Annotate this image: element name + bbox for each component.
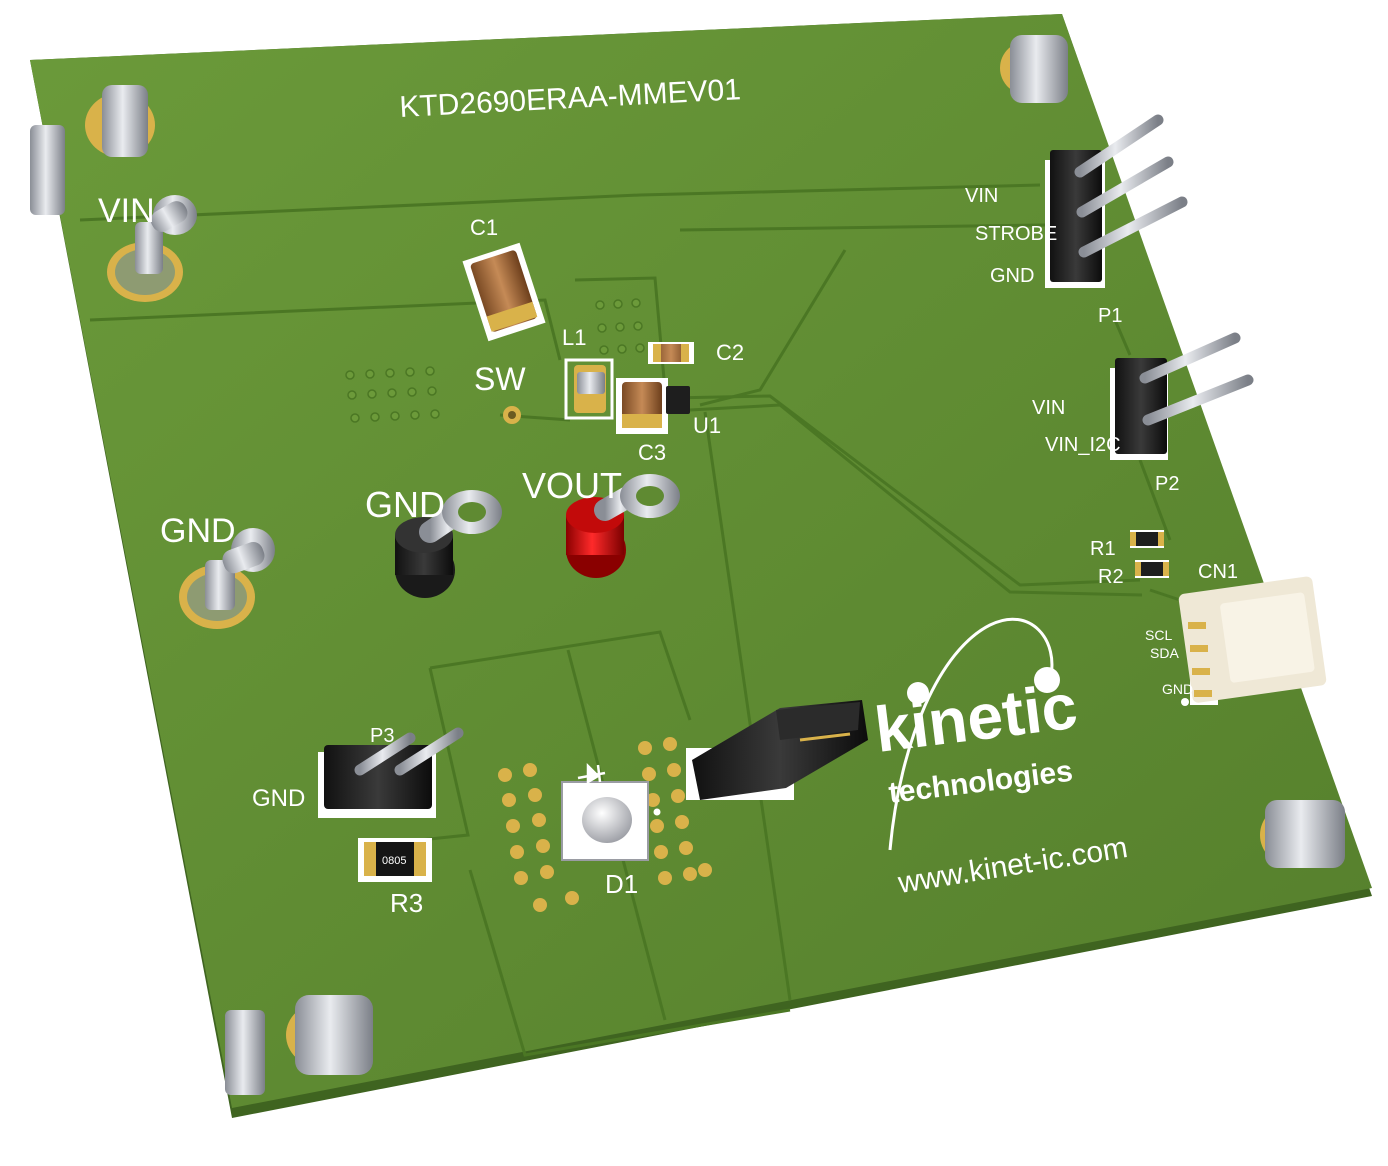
p1-pin-gnd: GND [990,265,1034,287]
r1-label: R1 [1090,538,1116,560]
inductor-l1 [564,358,614,420]
standoff-icon [225,995,373,1095]
standoff-icon [1000,35,1068,103]
p1-label: P1 [1098,305,1122,327]
pin1-dot [1181,698,1189,706]
d1-label: D1 [605,869,638,899]
pin-header-icon [1139,332,1254,426]
c2-label: C2 [716,340,744,365]
ring-terminal-icon [419,490,502,543]
resistor-r3: 0805 [358,838,432,882]
c3-label: C3 [638,440,666,465]
diode-symbol-icon [577,762,606,785]
vin-test-post[interactable] [107,195,197,302]
vout-ring-terminal[interactable] [566,474,680,578]
p2-pin-vin: VIN [1032,397,1065,419]
header-p3[interactable] [318,727,464,818]
cn1-pin-gnd: GND [1162,681,1193,697]
gnd-test-post[interactable] [179,528,275,629]
p2-pin-vin-i2c: VIN_I2C [1045,434,1121,456]
via-array [498,737,712,912]
header-p2[interactable] [1110,332,1254,460]
connector-icon [1188,622,1212,697]
standoff-icon [1260,800,1345,868]
gnd-terminal-label: GND [365,484,445,525]
cn1-label: CN1 [1198,561,1238,583]
p1-pin-strobe: STROBE [975,223,1057,245]
cn1-pin-scl: SCL [1145,627,1172,643]
pin-header-icon [354,727,464,776]
capacitor-c2 [648,342,694,364]
l1-label: L1 [562,325,586,350]
resistor-r1 [1130,530,1164,548]
pin-header-icon [1074,114,1188,258]
r2-label: R2 [1098,566,1124,588]
vout-terminal-label: VOUT [522,465,622,506]
connector-cn1[interactable] [1178,576,1327,705]
p2-label: P2 [1155,473,1179,495]
gnd-ring-terminal[interactable] [395,490,502,598]
via-array [345,298,645,423]
led-d1 [498,737,712,912]
capacitor-c3 [616,378,668,434]
vin-post-label: VIN [98,192,155,230]
cn1-pin-sda: SDA [1150,645,1179,661]
r3-marking: 0805 [382,855,406,867]
ic-u1 [666,386,690,414]
r3-label: R3 [390,888,423,918]
led-icon [561,781,649,861]
p3-label: P3 [370,725,394,747]
header-p1[interactable] [1045,114,1188,288]
sw-test-point[interactable] [503,406,521,424]
capacitor-c1 [462,242,546,342]
c1-label: C1 [470,215,498,240]
jumper-icon [692,700,868,800]
resistor-r2 [1135,560,1169,578]
gnd-post-label: GND [160,512,236,550]
p3-pin-gnd: GND [252,785,305,812]
sw-label: SW [474,361,526,397]
u1-label: U1 [693,413,721,438]
ring-terminal-icon [594,474,680,521]
standoff-icon [30,85,155,215]
jumper[interactable] [686,700,868,800]
p1-pin-vin: VIN [965,185,998,207]
